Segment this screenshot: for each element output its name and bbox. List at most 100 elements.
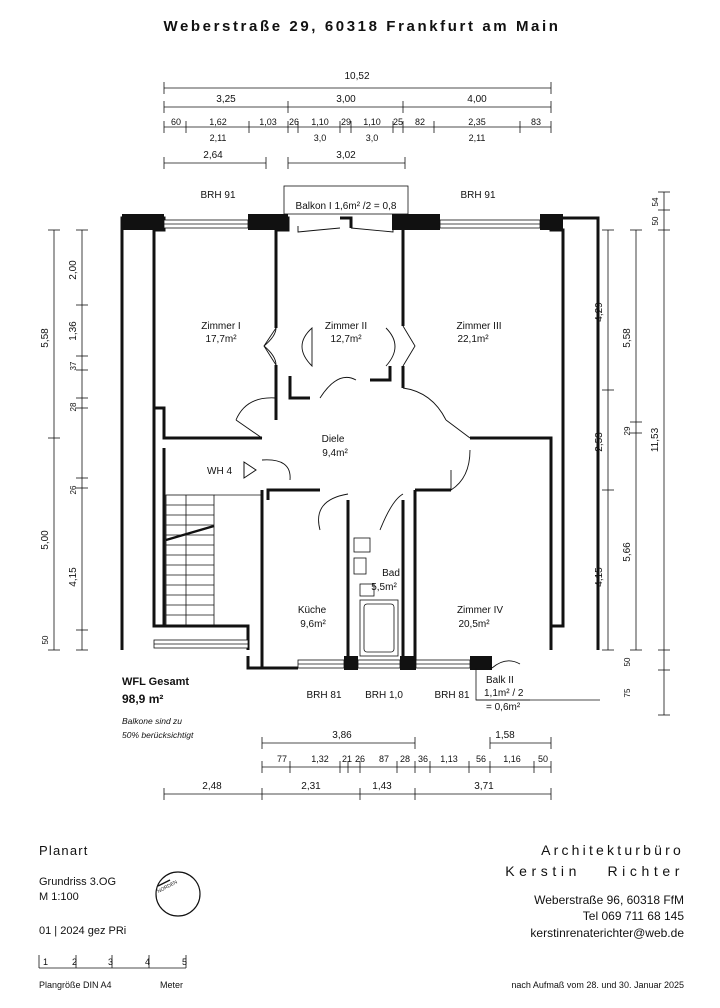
dim-b87: 87 [379,754,389,764]
brh-top-right: BRH 91 [460,190,495,201]
dim-b36: 36 [418,754,428,764]
wfl-note-1: Balkone sind zu [122,716,182,726]
dim-l136: 1,36 [68,321,79,341]
balk2-line-1: Balk II [486,675,514,686]
room-area-zimmer-4: 20,5m² [458,619,490,630]
dim-b77: 77 [277,754,287,764]
scale-tick-3: 3 [108,957,113,967]
room-area-zimmer-1: 17,7m² [205,334,237,345]
dim-t110a: 1,10 [311,117,329,127]
dim-b158: 1,58 [495,730,515,741]
walls [120,214,600,670]
dim-t30b: 3,0 [366,133,379,143]
dim-b21: 21 [342,754,352,764]
dim-b248: 2,48 [202,781,222,792]
scale-tick-2: 2 [72,957,77,967]
dim-t211b: 2,11 [469,133,486,143]
dim-r75: 75 [623,688,632,697]
scale-bar: 1 2 3 4 5 [38,955,187,969]
brh-bottom-2: BRH 1,0 [365,690,403,701]
dim-t82: 82 [415,117,425,127]
dim-b231: 2,31 [301,781,321,792]
office-tel: Tel 069 711 68 145 [583,909,685,923]
dim-b143: 1,43 [372,781,392,792]
dim-t25: 25 [393,117,403,127]
right-dimensions: 50 54 4,29 5,58 29 2,53 11,53 5,66 4,15 … [594,191,670,716]
dim-l28: 28 [69,402,78,411]
wh-label: WH 4 [207,466,232,477]
dim-overall: 10,52 [344,71,369,82]
room-name-bad: Bad [382,568,400,579]
dim-t162: 1,62 [209,117,227,127]
plan-date: 01 | 2024 gez PRi [39,925,126,937]
dim-t110b: 1,10 [363,117,381,127]
plan-grundriss: Grundriss 3.OG [39,876,116,888]
scale-unit: Meter [160,980,183,990]
wh-marker-icon [243,461,257,479]
north-compass-icon: NORDEN [155,871,201,917]
scale-tick-1: 1 [43,957,48,967]
room-name-kueche: Küche [298,605,327,616]
dim-b28: 28 [400,754,410,764]
dim-b132: 1,32 [311,754,329,764]
wfl-value: 98,9 m² [122,692,163,706]
dim-t264: 2,64 [203,150,223,161]
dim-b113: 1,13 [440,754,458,764]
dim-l50: 50 [41,635,50,644]
dim-b50: 50 [538,754,548,764]
scale-tick-4: 4 [145,957,150,967]
brh-bottom-3: BRH 81 [434,690,469,701]
room-area-diele: 9,4m² [322,448,348,459]
office-line-1: Architekturbüro [541,842,684,858]
plan-title: Weberstraße 29, 60318 Frankfurt am Main [163,18,560,35]
dim-r54: 54 [651,197,660,206]
dim-l558: 5,58 [40,328,51,348]
balkon-1-label: Balkon I 1,6m² /2 = 0,8 [296,201,397,212]
windows [153,219,541,669]
dim-t235: 2,35 [468,117,486,127]
dim-4-00: 4,00 [467,94,487,105]
room-area-zimmer-3: 22,1m² [457,334,489,345]
office-street: Weberstraße 96, 60318 FfM [534,893,684,907]
wfl-note-2: 50% berücksichtigt [122,730,194,740]
room-area-zimmer-2: 12,7m² [330,334,362,345]
dim-t30a: 3,0 [314,133,327,143]
dim-b56: 56 [476,754,486,764]
balk2-line-3: = 0,6m² [486,702,521,713]
scale-tick-5: 5 [182,957,187,967]
balcony-1 [283,185,409,215]
bottom-dimensions: 3,86 1,58 77 1,32 21 26 87 28 36 1,13 56… [163,730,552,800]
dim-3-25: 3,25 [216,94,236,105]
dim-r1153: 11,53 [650,427,661,452]
dim-t83: 83 [531,117,541,127]
room-name-zimmer-1: Zimmer I [201,321,240,332]
room-name-zimmer-2: Zimmer II [325,321,367,332]
doors [235,226,521,669]
dim-r566: 5,66 [622,542,633,562]
wfl-label: WFL Gesamt [122,676,189,688]
dim-t302: 3,02 [336,150,356,161]
office-email: kerstinrenaterichter@web.de [530,926,684,940]
room-name-zimmer-3: Zimmer III [457,321,502,332]
balk2-line-2: 1,1m² / 2 [484,688,524,699]
dim-t29: 29 [341,117,351,127]
dim-b26: 26 [355,754,365,764]
top-dimensions: 10,52 3,25 3,00 4,00 60 1,62 1,03 26 1,1… [163,71,552,169]
survey-note: nach Aufmaß vom 28. und 30. Januar 2025 [511,980,684,990]
plan-size: Plangröße DIN A4 [39,980,112,990]
dim-b386: 3,86 [332,730,352,741]
room-name-zimmer-4: Zimmer IV [457,605,503,616]
dim-l200: 2,00 [68,260,79,280]
dim-t60: 60 [171,117,181,127]
brh-bottom-1: BRH 81 [306,690,341,701]
office-line-2: Kerstin Richter [505,863,684,879]
brh-top-left: BRH 91 [200,190,235,201]
room-name-diele: Diele [322,434,345,445]
room-area-kueche: 9,6m² [300,619,326,630]
staircase [165,494,262,626]
left-dimensions: 2,00 1,36 37 28 5,58 26 4,15 5,00 50 [40,229,88,651]
room-area-bad: 5,5m² [371,582,397,593]
dim-b371: 3,71 [474,781,494,792]
dim-l415: 4,15 [68,567,79,587]
dim-r50a: 50 [651,216,660,225]
